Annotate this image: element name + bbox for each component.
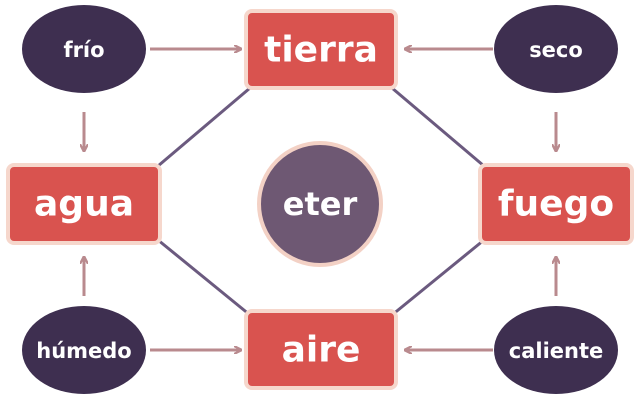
element-aire: aire: [244, 309, 398, 390]
element-fuego-label: fuego: [498, 184, 614, 225]
quality-arrows: [84, 49, 556, 350]
connector-fuego-aire: [391, 238, 485, 317]
quality-seco: seco: [494, 5, 618, 93]
quality-frio: frío: [22, 5, 146, 93]
element-tierra: tierra: [244, 9, 398, 90]
connector-tierra-fuego: [391, 86, 485, 168]
element-fuego: fuego: [478, 163, 634, 245]
element-aire-label: aire: [282, 330, 361, 371]
quality-humedo-label: húmedo: [36, 339, 131, 363]
element-agua-label: agua: [34, 184, 134, 225]
quality-caliente: caliente: [494, 306, 618, 394]
element-agua: agua: [6, 163, 162, 245]
quality-seco-label: seco: [529, 38, 583, 62]
quality-caliente-label: caliente: [509, 339, 604, 363]
quality-frio-label: frío: [63, 38, 104, 62]
connector-tierra-agua: [157, 86, 251, 168]
connector-agua-aire: [157, 238, 251, 317]
quality-humedo: húmedo: [22, 306, 146, 394]
element-tierra-label: tierra: [264, 30, 378, 71]
center-eter: eter: [257, 141, 383, 267]
connector-lines: [157, 86, 485, 317]
center-eter-label: eter: [283, 185, 358, 223]
